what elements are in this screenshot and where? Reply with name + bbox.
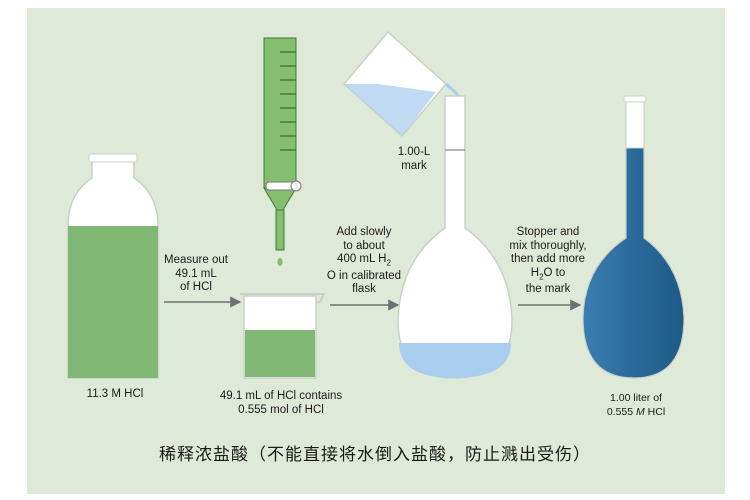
pouring-beaker xyxy=(342,30,462,139)
add-label-line-3: 400 mL H2 xyxy=(337,253,391,268)
stopper-label-line-5: the mark xyxy=(525,283,571,296)
final-label-line-1: 1.00 liter of xyxy=(610,392,662,404)
beaker-label-line-1: 49.1 mL of HCl contains xyxy=(219,390,343,402)
stopper-neck xyxy=(625,99,645,149)
stopper-label-line-3: then add more xyxy=(510,253,586,265)
beaker-label-line-2: 0.555 mol of HCl xyxy=(238,403,324,416)
stopper-label-line-4: H2O to xyxy=(530,266,566,281)
stock-bottle xyxy=(67,153,159,379)
stopper-label: Stopper and mix thoroughly, then add mor… xyxy=(500,226,596,297)
volumetric-flask xyxy=(397,95,513,379)
mark-label: 1.00-L mark xyxy=(384,146,444,173)
final-label: 1.00 liter of 0.555 M HCl xyxy=(588,392,684,419)
stock-hcl-liquid xyxy=(68,226,158,378)
add-label: Add slowly to about 400 mL H2 O in calib… xyxy=(316,226,412,297)
add-label-subscript: 2 xyxy=(386,258,391,268)
measure-label-line-3: of HCl xyxy=(180,281,212,293)
beaker-label: 49.1 mL of HCl contains 0.555 mol of HCl xyxy=(196,390,366,417)
stock-label: 11.3 M HCl xyxy=(86,388,144,400)
measure-label: Measure out 49.1 mL of HCl xyxy=(156,254,236,295)
final-flask xyxy=(582,95,685,379)
beaker xyxy=(240,293,326,379)
measure-label-line-2: 49.1 mL xyxy=(175,267,217,280)
add-label-line-4: O in calibrated xyxy=(326,269,402,282)
burette xyxy=(263,37,302,266)
stopper-label-line-2: mix thoroughly, xyxy=(509,239,587,252)
caption: 稀释浓盐酸（不能直接将水倒入盐酸，防止溅出受伤） xyxy=(159,445,591,465)
stopper-label-subscript: 2 xyxy=(539,271,544,281)
add-label-line-1: Add slowly xyxy=(336,226,392,238)
add-label-line-2: to about xyxy=(343,239,385,252)
add-label-line-5: flask xyxy=(352,283,376,296)
measure-label-line-1: Measure out xyxy=(164,254,228,266)
stopper-label-line-1: Stopper and xyxy=(516,226,580,238)
mark-label-line-1: 1.00-L xyxy=(397,146,431,158)
final-label-line-2: 0.555 M HCl xyxy=(606,405,666,418)
flask-water xyxy=(399,343,511,378)
beaker-hcl-liquid xyxy=(245,330,315,377)
mark-label-line-2: mark xyxy=(401,159,427,172)
